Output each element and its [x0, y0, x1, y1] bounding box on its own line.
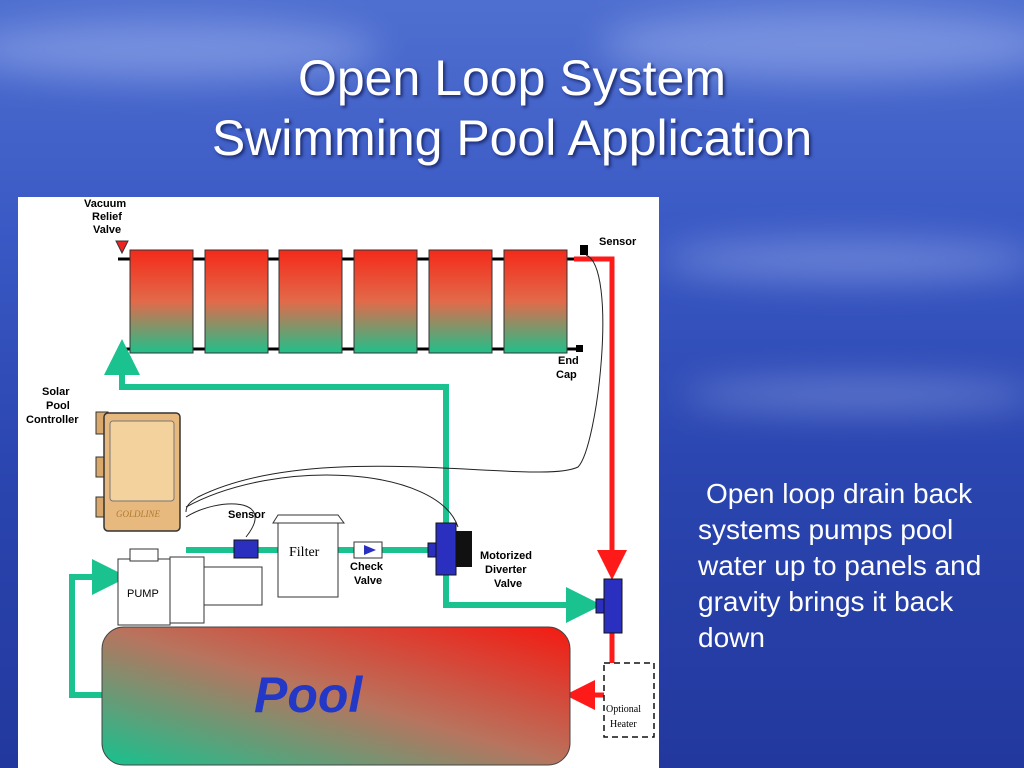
diverter-label-1: Motorized	[480, 550, 532, 562]
background-cloud	[600, 10, 1024, 80]
vacuum-label-1: Vacuum	[84, 198, 126, 210]
sensor-wire-mid	[185, 503, 256, 538]
background-cloud	[680, 380, 1024, 410]
background-cloud	[0, 20, 380, 80]
filter-label: Filter	[289, 545, 320, 560]
pool-label: Pool	[254, 667, 363, 723]
solar-panel	[428, 249, 493, 354]
sensor-mid-icon	[233, 539, 259, 559]
heater-label-1: Optional	[606, 704, 641, 715]
pump-label: PUMP	[127, 588, 159, 600]
sensor-top-label: Sensor	[599, 236, 637, 248]
vacuum-relief-valve-icon	[115, 240, 129, 255]
title-line-2: Swimming Pool Application	[211, 110, 813, 166]
diverter-label-2: Diverter	[485, 564, 527, 576]
pool-basin	[101, 626, 571, 766]
lower-valve-icon	[603, 578, 623, 634]
solar-pool-controller: GOLDLINE	[95, 411, 181, 532]
title-line-1: Open Loop System	[297, 50, 727, 106]
end-cap-label-1: End	[558, 355, 579, 367]
end-cap-label-2: Cap	[556, 369, 577, 381]
optional-heater-box	[603, 662, 655, 738]
slide-title: Open Loop System Swimming Pool Applicati…	[0, 48, 1024, 168]
cool-supply-pipe	[104, 339, 449, 540]
body-paragraph: Open loop drain back systems pumps pool …	[698, 478, 982, 653]
diverter-valve-icon	[435, 522, 457, 576]
solar-panel	[503, 249, 568, 354]
pool-to-pump-pipe	[69, 559, 128, 698]
solar-panel	[204, 249, 269, 354]
controller-brand-label: GOLDLINE	[116, 509, 161, 519]
controller-label-1: Solar	[42, 386, 70, 398]
sensor-mid-label: Sensor	[228, 509, 266, 521]
filter-body	[277, 522, 339, 598]
end-cap-icon	[576, 345, 583, 352]
hot-return-pipe	[574, 256, 627, 580]
slide-body-text: Open loop drain back systems pumps pool …	[698, 476, 998, 656]
solar-panel	[129, 249, 194, 354]
heater-label-2: Heater	[610, 719, 637, 730]
filter-icon	[272, 514, 345, 524]
solar-panel	[353, 249, 418, 354]
diagram-canvas: GOLDLINE Filter PUMP Pool	[26, 198, 655, 766]
diverter-label-3: Valve	[494, 578, 522, 590]
solar-panel	[278, 249, 343, 354]
check-valve-label-1: Check	[350, 561, 384, 573]
diverter-motor-icon	[456, 531, 472, 567]
sensor-wire-top	[185, 254, 604, 513]
vacuum-label-3: Valve	[93, 224, 121, 236]
solar-panels	[129, 249, 568, 354]
vacuum-label-2: Relief	[92, 211, 122, 223]
check-valve-label-2: Valve	[354, 575, 382, 587]
diverter-wire	[185, 474, 459, 528]
background-cloud	[660, 240, 1024, 280]
pump: PUMP	[117, 548, 263, 626]
controller-label-3: Controller	[26, 414, 79, 426]
pool-system-diagram: GOLDLINE Filter PUMP Pool	[18, 197, 659, 768]
sensor-top-icon	[580, 245, 588, 255]
controller-label-2: Pool	[46, 400, 70, 412]
